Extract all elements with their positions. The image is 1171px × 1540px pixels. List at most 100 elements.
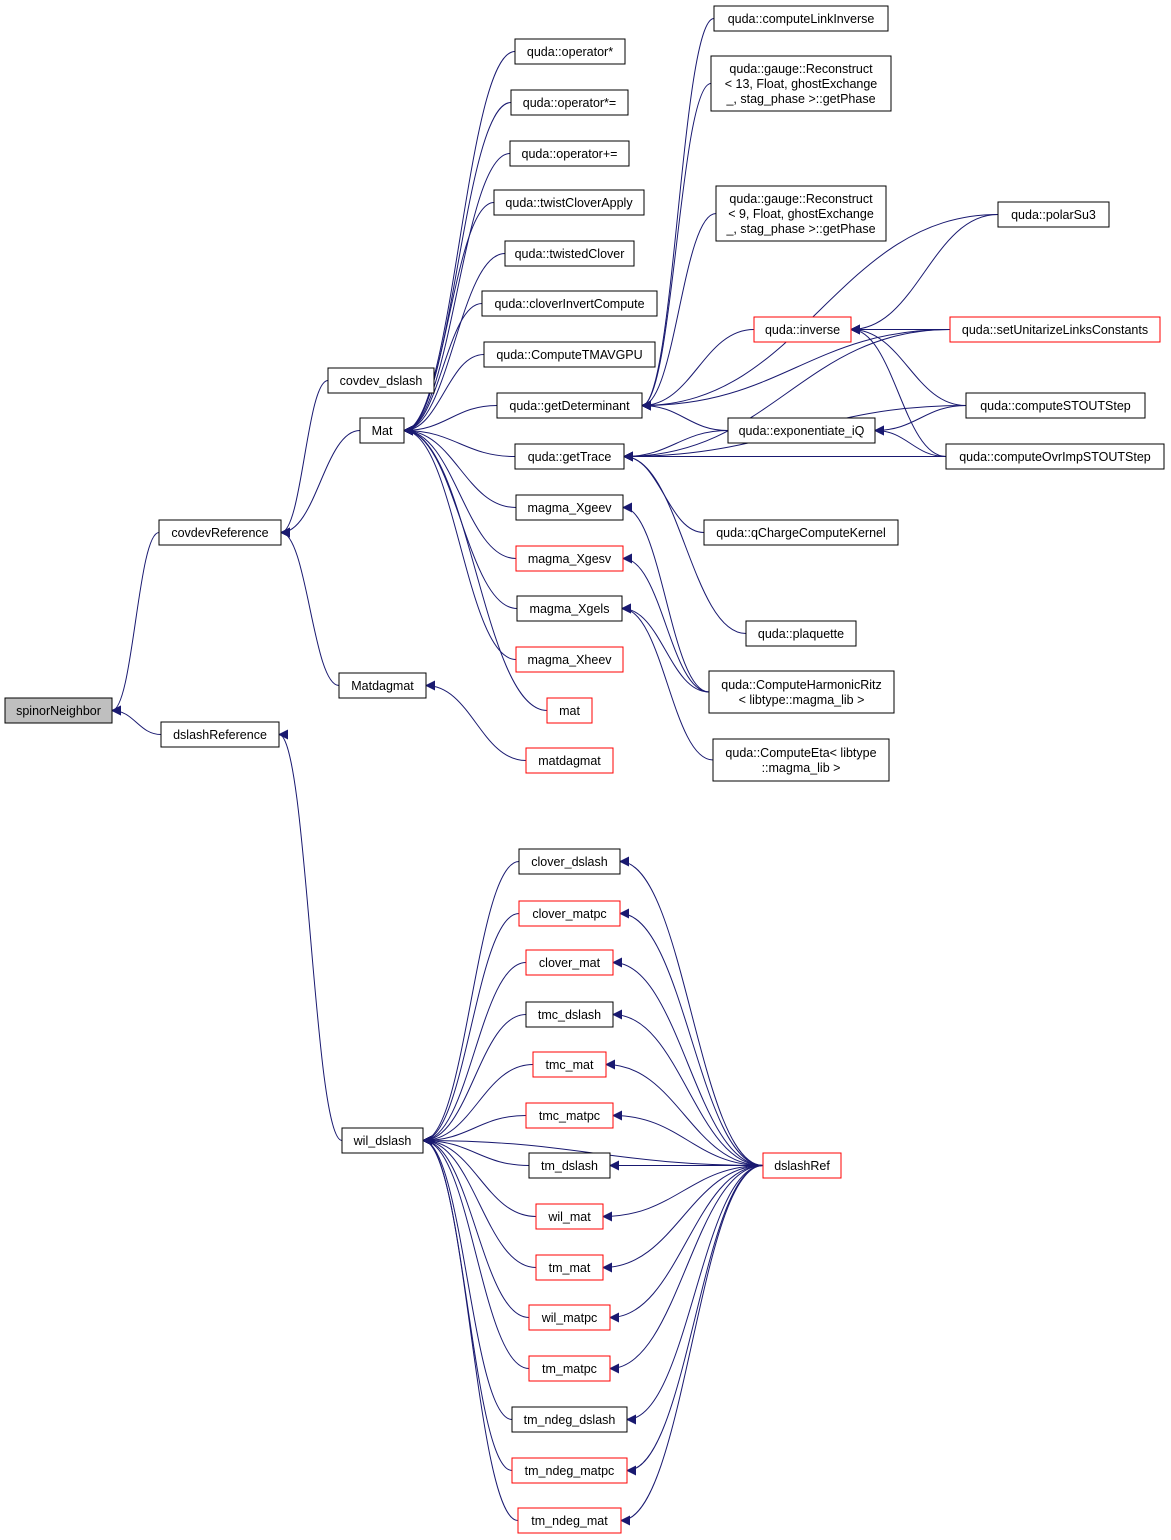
node-tm_mat[interactable]: tm_mat bbox=[535, 1254, 604, 1281]
node-recon9[interactable]: quda::gauge::Reconstruct< 9, Float, ghos… bbox=[715, 185, 887, 242]
node-magma_Xgels[interactable]: magma_Xgels bbox=[516, 595, 623, 622]
node-tmc_mat[interactable]: tmc_mat bbox=[532, 1051, 607, 1078]
node-inverse[interactable]: quda::inverse bbox=[753, 316, 852, 343]
node-tmc_matpc[interactable]: tmc_matpc bbox=[525, 1102, 614, 1129]
edge-dslashRef-to-tm_mat bbox=[602, 1165, 764, 1273]
node-tm_ndeg_matpc[interactable]: tm_ndeg_matpc bbox=[511, 1457, 628, 1484]
node-wil_dslash[interactable]: wil_dslash bbox=[341, 1127, 424, 1154]
node-magma_Xheev[interactable]: magma_Xheev bbox=[515, 646, 624, 673]
node-dslashRef[interactable]: dslashRef bbox=[762, 1152, 842, 1179]
node-exponentiate_iQ[interactable]: quda::exponentiate_iQ bbox=[727, 417, 876, 444]
node-label: < 13, Float, ghostExchange bbox=[725, 77, 878, 91]
edge-magma_Xgeev-to-Mat bbox=[403, 425, 517, 508]
node-Matdagmat[interactable]: Matdagmat bbox=[338, 672, 427, 699]
node-label: quda::inverse bbox=[765, 323, 840, 337]
node-label: quda::ComputeEta< libtype bbox=[725, 746, 876, 760]
edge-Mat-to-covdevReference bbox=[280, 430, 361, 538]
node-label: ::magma_lib > bbox=[762, 761, 841, 775]
node-magma_Xgeev[interactable]: magma_Xgeev bbox=[515, 494, 624, 521]
node-label: spinorNeighbor bbox=[16, 704, 101, 718]
node-dslashReference[interactable]: dslashReference bbox=[160, 721, 280, 748]
node-box bbox=[532, 1051, 607, 1078]
node-label: quda::operator*= bbox=[523, 96, 616, 110]
node-getTrace[interactable]: quda::getTrace bbox=[514, 443, 625, 470]
node-tm_matpc[interactable]: tm_matpc bbox=[528, 1355, 611, 1382]
node-label: clover_mat bbox=[539, 956, 601, 970]
node-box bbox=[535, 1254, 604, 1281]
node-box bbox=[753, 316, 852, 343]
node-label: quda::exponentiate_iQ bbox=[739, 424, 865, 438]
node-matdagmat[interactable]: matdagmat bbox=[525, 747, 614, 774]
node-box bbox=[481, 290, 658, 317]
node-op_mul[interactable]: quda::operator* bbox=[514, 38, 626, 65]
edge-dslashRef-to-tmc_mat bbox=[605, 1059, 764, 1166]
edge-tmc_mat-to-wil_dslash bbox=[422, 1064, 534, 1146]
node-op_mul_eq[interactable]: quda::operator*= bbox=[510, 89, 629, 116]
node-ComputeTMAVGPU[interactable]: quda::ComputeTMAVGPU bbox=[483, 341, 656, 368]
node-box bbox=[515, 646, 624, 673]
node-box bbox=[525, 949, 614, 976]
edge-dslashReference-to-spinorNeighbor bbox=[111, 705, 162, 735]
node-recon13[interactable]: quda::gauge::Reconstruct< 13, Float, gho… bbox=[710, 55, 892, 112]
node-setUnitarizeLinksConstants[interactable]: quda::setUnitarizeLinksConstants bbox=[949, 316, 1161, 343]
node-plaquette[interactable]: quda::plaquette bbox=[745, 620, 857, 647]
node-twistCloverApply[interactable]: quda::twistCloverApply bbox=[493, 189, 645, 216]
node-label: quda::plaquette bbox=[758, 627, 844, 641]
node-ComputeEta[interactable]: quda::ComputeEta< libtype::magma_lib > bbox=[712, 738, 890, 782]
node-tmc_dslash[interactable]: tmc_dslash bbox=[525, 1001, 614, 1028]
node-label: Mat bbox=[372, 424, 393, 438]
node-clover_mat[interactable]: clover_mat bbox=[525, 949, 614, 976]
node-qChargeComputeKernel[interactable]: quda::qChargeComputeKernel bbox=[703, 519, 899, 546]
node-covdev_dslash[interactable]: covdev_dslash bbox=[327, 367, 435, 394]
node-clover_dslash[interactable]: clover_dslash bbox=[518, 848, 621, 875]
node-box bbox=[160, 721, 280, 748]
node-twistedClover[interactable]: quda::twistedClover bbox=[504, 240, 635, 267]
node-label: quda::twistCloverApply bbox=[505, 196, 633, 210]
node-label: magma_Xgeev bbox=[527, 501, 612, 515]
node-label: wil_dslash bbox=[353, 1134, 412, 1148]
node-computeOvrImpSTOUTStep[interactable]: quda::computeOvrImpSTOUTStep bbox=[945, 443, 1165, 470]
node-box bbox=[745, 620, 857, 647]
node-box bbox=[359, 417, 405, 444]
node-clover_matpc[interactable]: clover_matpc bbox=[518, 900, 621, 927]
node-box bbox=[713, 5, 889, 32]
node-wil_matpc[interactable]: wil_matpc bbox=[528, 1304, 611, 1331]
node-polarSu3[interactable]: quda::polarSu3 bbox=[997, 201, 1110, 228]
node-label: quda::cloverInvertCompute bbox=[494, 297, 644, 311]
node-magma_Xgesv[interactable]: magma_Xgesv bbox=[515, 545, 624, 572]
edge-computeSTOUTStep-to-inverse bbox=[850, 324, 967, 406]
edge-setUnitarizeLinksConstants-to-getDeterminant bbox=[641, 329, 951, 411]
node-label: clover_matpc bbox=[532, 907, 606, 921]
node-computeLinkInverse[interactable]: quda::computeLinkInverse bbox=[713, 5, 889, 32]
node-label: clover_dslash bbox=[531, 855, 607, 869]
edge-exponentiate_iQ-to-getDeterminant bbox=[641, 400, 729, 431]
node-tm_ndeg_dslash[interactable]: tm_ndeg_dslash bbox=[511, 1406, 628, 1433]
node-label: quda::setUnitarizeLinksConstants bbox=[962, 323, 1148, 337]
node-box bbox=[949, 316, 1161, 343]
node-mat[interactable]: mat bbox=[546, 697, 593, 724]
edge-computeOvrImpSTOUTStep-to-exponentiate_iQ bbox=[874, 425, 947, 457]
node-getDeterminant[interactable]: quda::getDeterminant bbox=[496, 392, 643, 419]
node-box bbox=[341, 1127, 424, 1154]
node-label: quda::computeOvrImpSTOUTStep bbox=[959, 450, 1151, 464]
edge-plaquette-to-getTrace bbox=[623, 451, 747, 634]
node-Mat[interactable]: Mat bbox=[359, 417, 405, 444]
node-label: matdagmat bbox=[538, 754, 601, 768]
node-wil_mat[interactable]: wil_mat bbox=[535, 1203, 604, 1230]
edge-tm_dslash-to-wil_dslash bbox=[422, 1135, 530, 1166]
node-box bbox=[528, 1152, 611, 1179]
node-box bbox=[525, 1102, 614, 1129]
edge-clover_mat-to-wil_dslash bbox=[422, 962, 527, 1146]
node-box bbox=[997, 201, 1110, 228]
node-ComputeHarmonicRitz[interactable]: quda::ComputeHarmonicRitz< libtype::magm… bbox=[708, 670, 895, 714]
node-op_plus_eq[interactable]: quda::operator+= bbox=[509, 140, 630, 167]
node-computeSTOUTStep[interactable]: quda::computeSTOUTStep bbox=[965, 392, 1146, 419]
node-box bbox=[515, 494, 624, 521]
edge-wil_dslash-to-dslashReference bbox=[278, 729, 343, 1141]
node-cloverInvertCompute[interactable]: quda::cloverInvertCompute bbox=[481, 290, 658, 317]
node-covdevReference[interactable]: covdevReference bbox=[158, 519, 282, 546]
node-tm_dslash[interactable]: tm_dslash bbox=[528, 1152, 611, 1179]
node-box bbox=[528, 1304, 611, 1331]
node-layer: spinorNeighbor covdevReference dslashRefer… bbox=[4, 5, 1165, 1534]
node-tm_ndeg_mat[interactable]: tm_ndeg_mat bbox=[517, 1507, 622, 1534]
